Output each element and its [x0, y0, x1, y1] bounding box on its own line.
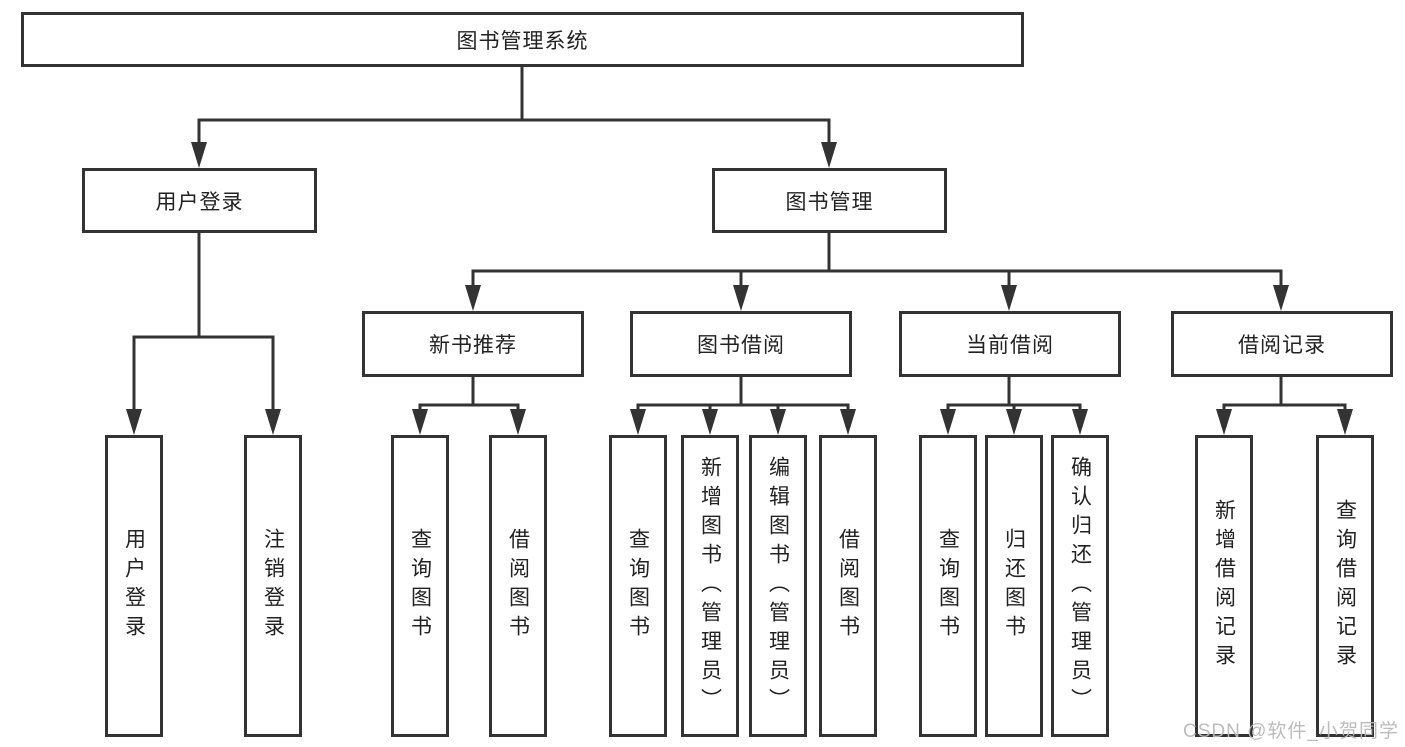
arrow-down-icon	[821, 142, 837, 168]
arrow-down-icon	[1006, 409, 1022, 435]
node-book-management: 图书管理	[712, 168, 947, 233]
node-label: 查询图书	[936, 528, 960, 644]
arrow-down-icon	[733, 285, 749, 311]
node-label: 新增借阅记录	[1212, 499, 1236, 673]
arrow-down-icon	[840, 409, 856, 435]
arrow-down-icon	[630, 409, 646, 435]
node-label: 新书推荐	[429, 334, 517, 357]
arrow-down-icon	[510, 409, 526, 435]
connector-new-book-branch	[418, 375, 520, 415]
node-label: 图书借阅	[697, 334, 785, 357]
connector-book-management-branch	[471, 231, 1283, 292]
node-leaf-query-books: 查询图书	[609, 435, 667, 737]
node-label: 归还图书	[1002, 528, 1026, 644]
node-label: 查询借阅记录	[1333, 499, 1357, 673]
arrow-down-icon	[265, 409, 281, 435]
connector-borrow-record-branch	[1222, 375, 1347, 415]
arrow-down-icon	[940, 409, 956, 435]
node-leaf-query-books: 查询图书	[919, 435, 977, 737]
node-borrow-record: 借阅记录	[1171, 311, 1393, 377]
connector-current-borrow-branch	[946, 375, 1082, 415]
arrowheads	[126, 142, 1353, 435]
node-leaf-return-books: 归还图书	[985, 435, 1043, 737]
node-label: 用户登录	[155, 190, 244, 214]
node-leaf-logout: 注销登录	[244, 435, 302, 737]
node-label: 用户登录	[122, 528, 146, 644]
connector-user-login-branch	[132, 231, 275, 415]
node-leaf-query-borrow-record: 查询借阅记录	[1316, 435, 1374, 737]
arrow-down-icon	[191, 142, 207, 168]
csdn-watermark: CSDN @软件_小贺同学	[1183, 721, 1399, 742]
node-user-login: 用户登录	[82, 168, 317, 233]
node-label: 当前借阅	[966, 334, 1054, 357]
node-leaf-edit-books-admin: 编辑图书（管理员）	[749, 435, 807, 737]
node-current-borrow: 当前借阅	[899, 311, 1121, 377]
node-new-book-recommend: 新书推荐	[362, 311, 584, 377]
arrow-down-icon	[1001, 285, 1017, 311]
arrow-down-icon	[1216, 409, 1232, 435]
node-label: 新增图书（管理员）	[698, 455, 722, 717]
node-label: 借阅图书	[836, 528, 860, 644]
node-label: 编辑图书（管理员）	[766, 455, 790, 717]
node-leaf-user-login: 用户登录	[105, 435, 163, 737]
connector-book-borrow-branch	[636, 375, 850, 415]
node-leaf-add-books-admin: 新增图书（管理员）	[681, 435, 739, 737]
arrow-down-icon	[770, 409, 786, 435]
node-leaf-borrow-books: 借阅图书	[819, 435, 877, 737]
node-label: 图书管理	[785, 190, 874, 214]
arrow-down-icon	[412, 409, 428, 435]
node-leaf-add-borrow-record: 新增借阅记录	[1195, 435, 1253, 737]
arrow-down-icon	[126, 409, 142, 435]
connector-root-to-level2	[197, 65, 831, 150]
node-label: 借阅记录	[1238, 334, 1326, 357]
node-leaf-borrow-books: 借阅图书	[489, 435, 547, 737]
node-label: 借阅图书	[506, 528, 530, 644]
node-leaf-query-books: 查询图书	[391, 435, 449, 737]
node-label: 查询图书	[408, 528, 432, 644]
node-label: 注销登录	[261, 528, 285, 644]
node-root-system: 图书管理系统	[21, 12, 1024, 67]
arrow-down-icon	[702, 409, 718, 435]
arrow-down-icon	[465, 285, 481, 311]
node-label: 查询图书	[626, 528, 650, 644]
node-label: 图书管理系统	[456, 29, 589, 53]
arrow-down-icon	[1072, 409, 1088, 435]
arrow-down-icon	[1337, 409, 1353, 435]
node-leaf-confirm-return-admin: 确认归还（管理员）	[1051, 435, 1109, 737]
arrow-down-icon	[1273, 285, 1289, 311]
node-label: 确认归还（管理员）	[1068, 455, 1092, 717]
node-book-borrow: 图书借阅	[630, 311, 852, 377]
